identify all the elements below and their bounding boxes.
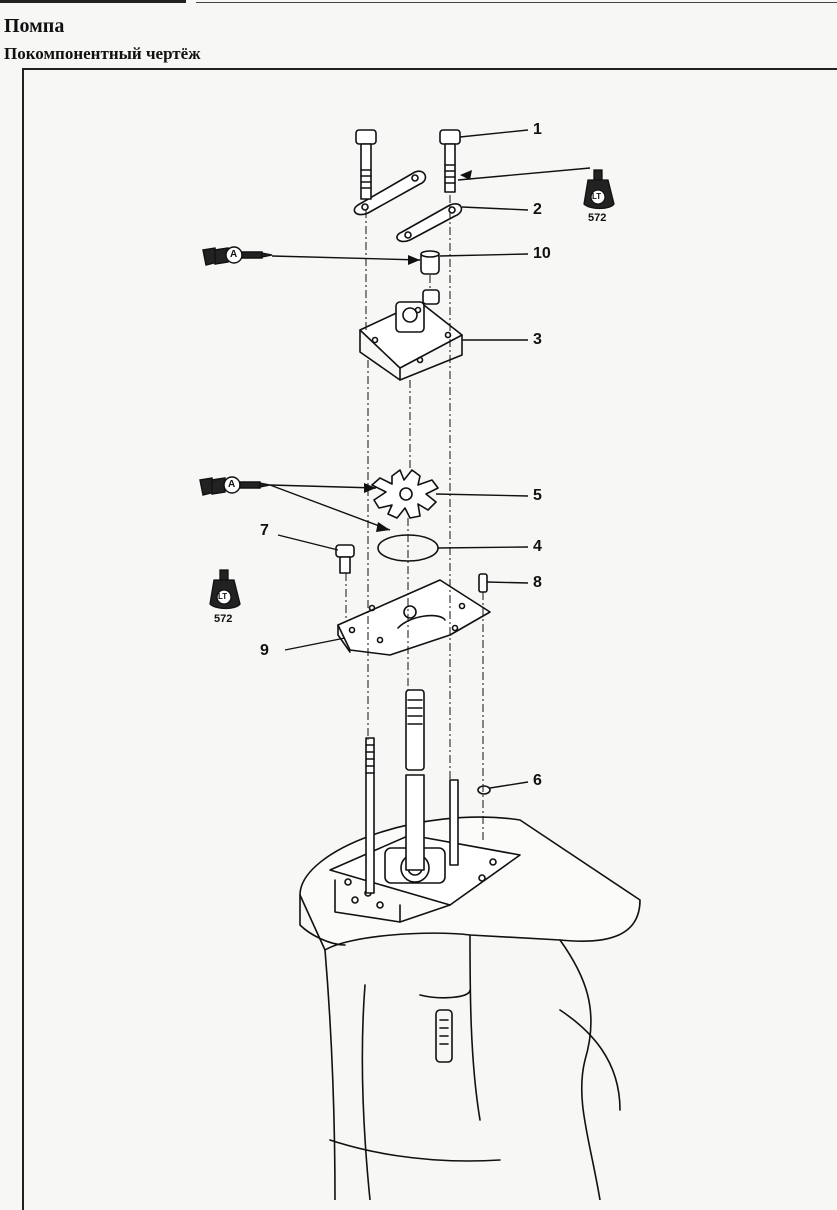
callout-8: 8 bbox=[533, 574, 542, 591]
callout-2: 2 bbox=[533, 201, 542, 218]
locktite-letters-bottom: LT bbox=[218, 592, 228, 601]
dowel-pin bbox=[478, 573, 488, 593]
locktite-symbol-bottom bbox=[209, 569, 241, 610]
callout-9: 9 bbox=[260, 642, 269, 659]
impeller bbox=[371, 469, 439, 519]
pump-housing bbox=[359, 301, 463, 381]
studs bbox=[365, 737, 459, 894]
grease-symbol-bottom bbox=[199, 476, 271, 496]
page-subtitle: Покомпонентный чертёж bbox=[4, 44, 201, 63]
grease-letter-bottom: A bbox=[228, 479, 236, 490]
locktite-symbol-top bbox=[583, 169, 615, 210]
locktite-code-top: 572 bbox=[588, 212, 607, 224]
callout-10: 10 bbox=[533, 245, 551, 262]
callout-6: 6 bbox=[533, 772, 542, 789]
top-rule bbox=[0, 0, 837, 12]
callout-1: 1 bbox=[533, 121, 542, 138]
diagram-frame bbox=[22, 68, 837, 1210]
locktite-letters-top: LT bbox=[592, 192, 602, 201]
bolt-plates bbox=[353, 170, 463, 243]
grease-symbol-top bbox=[202, 246, 273, 266]
callout-4: 4 bbox=[533, 538, 542, 555]
drive-shaft bbox=[405, 689, 491, 871]
cartridge-insert bbox=[420, 250, 440, 305]
callout-3: 3 bbox=[533, 331, 542, 348]
page-title: Помпа bbox=[4, 15, 65, 37]
callout-7: 7 bbox=[260, 522, 269, 539]
grease-letter-top: A bbox=[230, 249, 238, 260]
bolt-7 bbox=[335, 544, 355, 574]
callout-5: 5 bbox=[533, 487, 542, 504]
outer-plate bbox=[337, 579, 491, 656]
bolts-1 bbox=[355, 129, 461, 200]
locktite-code-bottom: 572 bbox=[214, 613, 233, 625]
gearcase bbox=[299, 816, 641, 1200]
